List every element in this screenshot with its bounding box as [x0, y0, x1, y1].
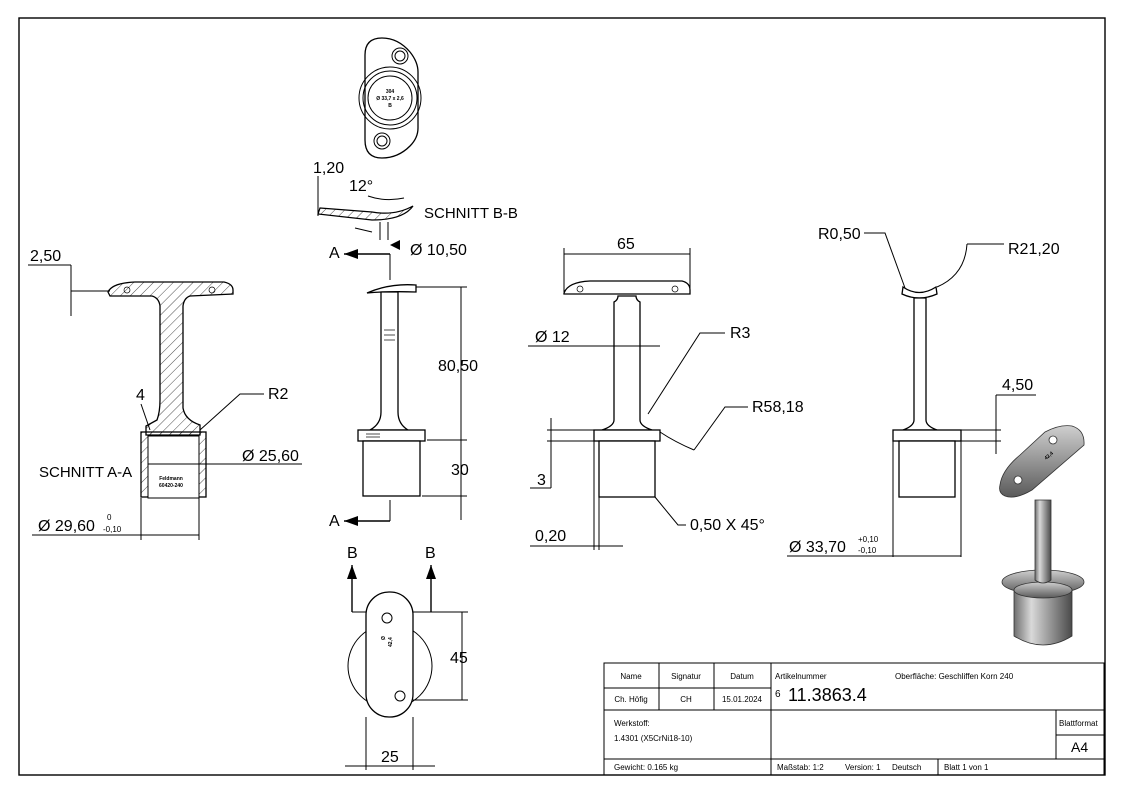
arrow-b-left: B	[347, 545, 358, 562]
dim-r3: R3	[730, 325, 751, 342]
saddle-plate-outline	[364, 37, 419, 159]
dim-t120: 1,20	[313, 160, 344, 177]
top-view: 304 Ø 33,7 x 2,6 B	[358, 37, 422, 159]
dim-a12: 12°	[349, 178, 373, 195]
screw-hole	[208, 286, 216, 294]
tb-blatt: Blatt 1 von 1	[944, 763, 989, 772]
arrow-a-bottom: A	[329, 513, 340, 530]
tb-header-signatur: Signatur	[671, 672, 701, 681]
tb-header-name: Name	[620, 672, 642, 681]
dim-d12: Ø 12	[535, 329, 570, 346]
tb-gewicht: Gewicht: 0.165 kg	[614, 763, 678, 772]
dim-r2120: R21,20	[1008, 241, 1060, 258]
tb-blattformat-label: Blattformat	[1059, 719, 1098, 728]
screw-hole-top	[394, 50, 406, 62]
dim-r2: R2	[268, 386, 289, 403]
front-view: A 80,50 30 A	[329, 245, 478, 530]
svg-text:+0,10: +0,10	[858, 535, 879, 544]
tb-version: Version: 1	[845, 763, 881, 772]
screw-hole-bottom	[373, 132, 391, 150]
right-view: R0,50 R21,20 4,50 Ø 33,70 +0,10 -0,10	[787, 226, 1060, 557]
side-view: 65 Ø 12 R3 R58,18 3 0,20 0,50 X 45°	[528, 236, 804, 550]
tb-signatur: CH	[680, 695, 692, 704]
dim-c020: 0,20	[535, 528, 566, 545]
dim-w65: 65	[617, 236, 635, 253]
screw-hole-top	[391, 47, 409, 65]
svg-text:Ø: Ø	[381, 636, 387, 640]
tb-werkstoff: 1.4301 (X5CrNi18-10)	[614, 734, 693, 743]
engraving-top: 304	[386, 89, 395, 95]
section-a-a-label: SCHNITT A-A	[39, 464, 132, 481]
tb-name: Ch. Höfig	[614, 695, 647, 704]
bottom-plate	[365, 591, 414, 718]
tb-datum: 15.01.2024	[722, 695, 763, 704]
svg-text:-0,10: -0,10	[103, 525, 122, 534]
tb-werkstoff-label: Werkstoff:	[614, 719, 650, 728]
svg-text:0: 0	[107, 513, 112, 522]
dim-r050: R0,50	[818, 226, 861, 243]
engraving-bot: B	[388, 103, 392, 109]
dim-d-inner: Ø 25,60	[242, 448, 299, 465]
tb-massstab: Maßstab: 1:2	[777, 763, 824, 772]
bottom-view: B B 42,4 Ø 45 25	[345, 545, 468, 770]
dim-d3370: Ø 33,70	[789, 539, 846, 556]
svg-text:-0,10: -0,10	[858, 546, 877, 555]
logo-line1: Feldmann	[159, 476, 183, 482]
tb-oberflaeche: Oberfläche: Geschliffen Korn 240	[895, 672, 1014, 681]
section-a-a-view: Feldmann 60420-240 2,50 4 R2 Ø 25,60 SCH…	[28, 248, 302, 540]
logo-line2: 60420-240	[159, 483, 183, 489]
tube-inner	[367, 75, 413, 121]
dim-h3: 3	[537, 472, 546, 489]
tb-artikel: 11.3863.4	[788, 685, 867, 705]
tb-artikel-prefix: 6	[775, 689, 781, 700]
tb-blattformat: A4	[1071, 739, 1088, 755]
screw-hole	[123, 286, 131, 294]
dim-w25: 25	[381, 749, 399, 766]
section-b-b-label: SCHNITT B-B	[424, 205, 518, 222]
dim-h30: 30	[451, 462, 469, 479]
section-b-b-view: 1,20 12° SCHNITT B-B Ø 10,50	[313, 160, 518, 259]
dim-h45: 45	[450, 650, 468, 667]
dim-r5818: R58,18	[752, 399, 804, 416]
tb-artikel-label: Artikelnummer	[775, 672, 827, 681]
svg-text:42,4: 42,4	[1043, 451, 1054, 462]
dim-chamfer: 0,50 X 45°	[690, 517, 765, 534]
svg-text:42,4: 42,4	[388, 637, 394, 647]
tb-sprache: Deutsch	[892, 763, 921, 772]
section-a-a-bore	[147, 435, 200, 499]
dim-t450: 4,50	[1002, 377, 1033, 394]
dim-d-outer: Ø 29,60	[38, 518, 95, 535]
dim-wall-top: 2,50	[30, 248, 61, 265]
tube-ring	[362, 70, 418, 126]
dim-d1050: Ø 10,50	[410, 242, 467, 259]
iso-render: 42,4	[999, 425, 1085, 646]
section-a-a-shape	[107, 281, 234, 436]
screw-hole-bottom	[376, 135, 388, 147]
dim-wall: 4	[136, 387, 145, 404]
title-block: Name Signatur Datum Ch. Höfig CH 15.01.2…	[603, 662, 1105, 776]
dim-h8050: 80,50	[438, 358, 478, 375]
arrow-a-top: A	[329, 245, 340, 262]
tube-outer	[358, 66, 422, 130]
arrow-b-right: B	[425, 545, 436, 562]
tb-header-datum: Datum	[730, 672, 754, 681]
sheet-border	[18, 17, 1106, 776]
engraving-mid: Ø 33,7 x 2,6	[376, 96, 404, 102]
